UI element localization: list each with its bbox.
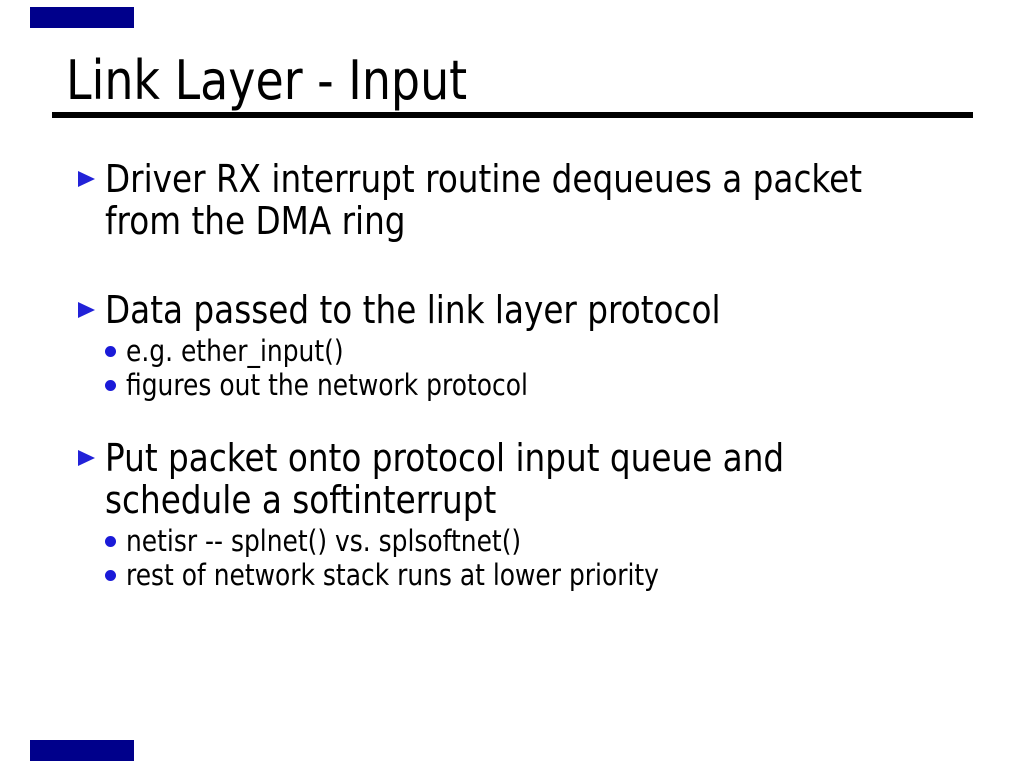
top-left-bar-decoration (30, 7, 134, 28)
bullet-text: Data passed to the link layer protocol (105, 289, 821, 331)
bullet-text: Put packet onto protocol input queue and… (105, 437, 895, 521)
bullet-text: Driver RX interrupt routine dequeues a p… (105, 158, 985, 242)
sub-bullet-line: figures out the network protocol (126, 368, 528, 402)
bullet-line: schedule a softinterrupt (105, 478, 497, 522)
sub-bullet-text: netisr -- splnet() vs. splsoftnet() (126, 524, 585, 558)
slide-title: Link Layer - Input (66, 52, 538, 110)
marker-column (78, 289, 105, 318)
sub-bullet-text: figures out the network protocol (126, 368, 593, 402)
sub-bullet-text: e.g. ether_input() (126, 334, 379, 368)
marker-column (105, 334, 126, 357)
bullet-triangle-icon (78, 302, 95, 318)
bullet-dot-icon (105, 536, 116, 547)
bullet-dot-icon (105, 570, 116, 581)
bullet-dot-icon (105, 380, 116, 391)
sub-bullet-item: netisr -- splnet() vs. splsoftnet() (105, 524, 585, 558)
bullet-dot-icon (105, 346, 116, 357)
bullet-triangle-icon (78, 450, 95, 466)
marker-column (78, 437, 105, 466)
sub-bullet-text: rest of network stack runs at lower prio… (126, 558, 746, 592)
bullet-triangle-icon (78, 171, 95, 187)
bullet-item: Driver RX interrupt routine dequeues a p… (78, 158, 985, 242)
sub-bullet-item: figures out the network protocol (105, 368, 593, 402)
sub-bullet-line: e.g. ether_input() (126, 334, 344, 368)
bullet-line: Driver RX interrupt routine dequeues a p… (105, 157, 863, 201)
title-underline (52, 112, 973, 118)
marker-column (78, 158, 105, 187)
bottom-left-bar-decoration (30, 740, 134, 761)
sub-bullet-item: e.g. ether_input() (105, 334, 379, 368)
sub-bullet-item: rest of network stack runs at lower prio… (105, 558, 746, 592)
bullet-item: Put packet onto protocol input queue and… (78, 437, 895, 521)
slide-title-text: Link Layer - Input (66, 49, 468, 112)
bullet-item: Data passed to the link layer protocol (78, 289, 821, 331)
marker-column (105, 558, 126, 581)
marker-column (105, 524, 126, 547)
bullet-line: from the DMA ring (105, 199, 406, 243)
marker-column (105, 368, 126, 391)
sub-bullet-line: netisr -- splnet() vs. splsoftnet() (126, 524, 522, 558)
sub-bullet-line: rest of network stack runs at lower prio… (126, 558, 659, 592)
bullet-line: Put packet onto protocol input queue and (105, 436, 785, 480)
bullet-line: Data passed to the link layer protocol (105, 288, 721, 332)
